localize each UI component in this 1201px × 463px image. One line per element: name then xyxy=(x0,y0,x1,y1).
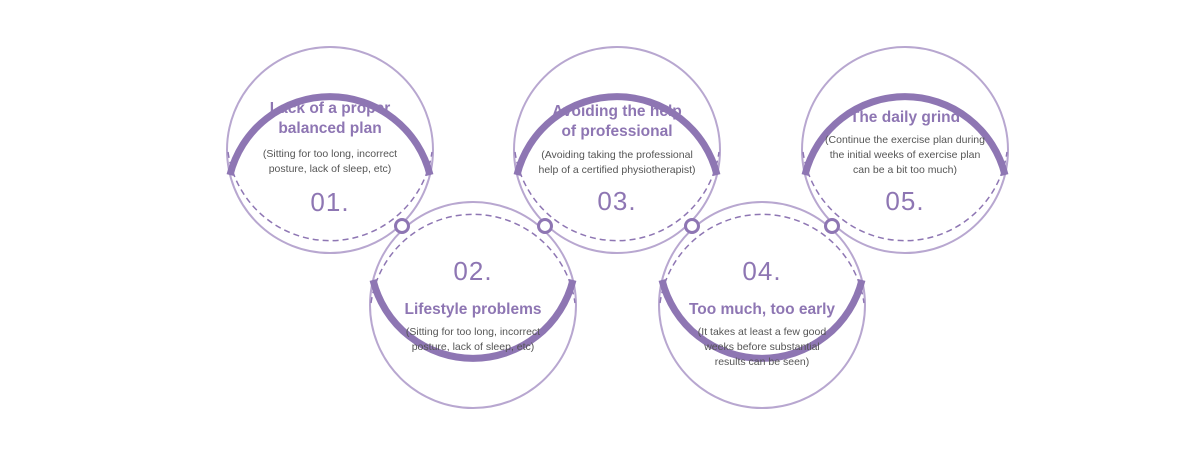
connector-node-3 xyxy=(684,218,700,234)
step-1-title: Lack of a proper balanced plan xyxy=(269,100,391,137)
step-1: Lack of a proper balanced plan (Sitting … xyxy=(240,99,420,217)
step-3-description: (Avoiding taking the professional help o… xyxy=(538,149,696,176)
step-3: Avoiding the help of professional (Avoid… xyxy=(527,102,707,216)
connector-node-1 xyxy=(394,218,410,234)
step-3-ring xyxy=(513,46,721,254)
step-3-title: Avoiding the help of professional xyxy=(552,103,682,140)
step-2-number: 02. xyxy=(453,256,493,286)
step-4-number: 04. xyxy=(742,256,782,286)
step-5-ring xyxy=(801,46,1009,254)
step-5: The daily grind (Continue the exercise p… xyxy=(815,108,995,216)
step-2-title: Lifestyle problems xyxy=(404,301,542,318)
step-2: 02. Lifestyle problems (Sitting for too … xyxy=(383,256,563,355)
step-4: 04. Too much, too early (It takes at lea… xyxy=(672,256,852,370)
step-4-title: Too much, too early xyxy=(688,301,836,318)
connector-node-2 xyxy=(537,218,553,234)
step-5-number: 05. xyxy=(885,186,925,216)
step-3-number: 03. xyxy=(597,186,637,216)
step-5-description: (Continue the exercise plan during the i… xyxy=(825,134,985,176)
connector-node-4 xyxy=(824,218,840,234)
step-1-ring xyxy=(226,46,434,254)
step-2-description: (Sitting for too long, incorrect posture… xyxy=(405,326,541,353)
step-1-number: 01. xyxy=(310,187,350,217)
step-2-ring xyxy=(369,201,577,409)
connector-nodes xyxy=(394,218,840,234)
step-1-description: (Sitting for too long, incorrect posture… xyxy=(262,148,398,175)
step-4-description: (It takes at least a few good weeks befo… xyxy=(697,326,827,368)
step-4-ring xyxy=(658,201,866,409)
step-5-title: The daily grind xyxy=(849,109,961,126)
